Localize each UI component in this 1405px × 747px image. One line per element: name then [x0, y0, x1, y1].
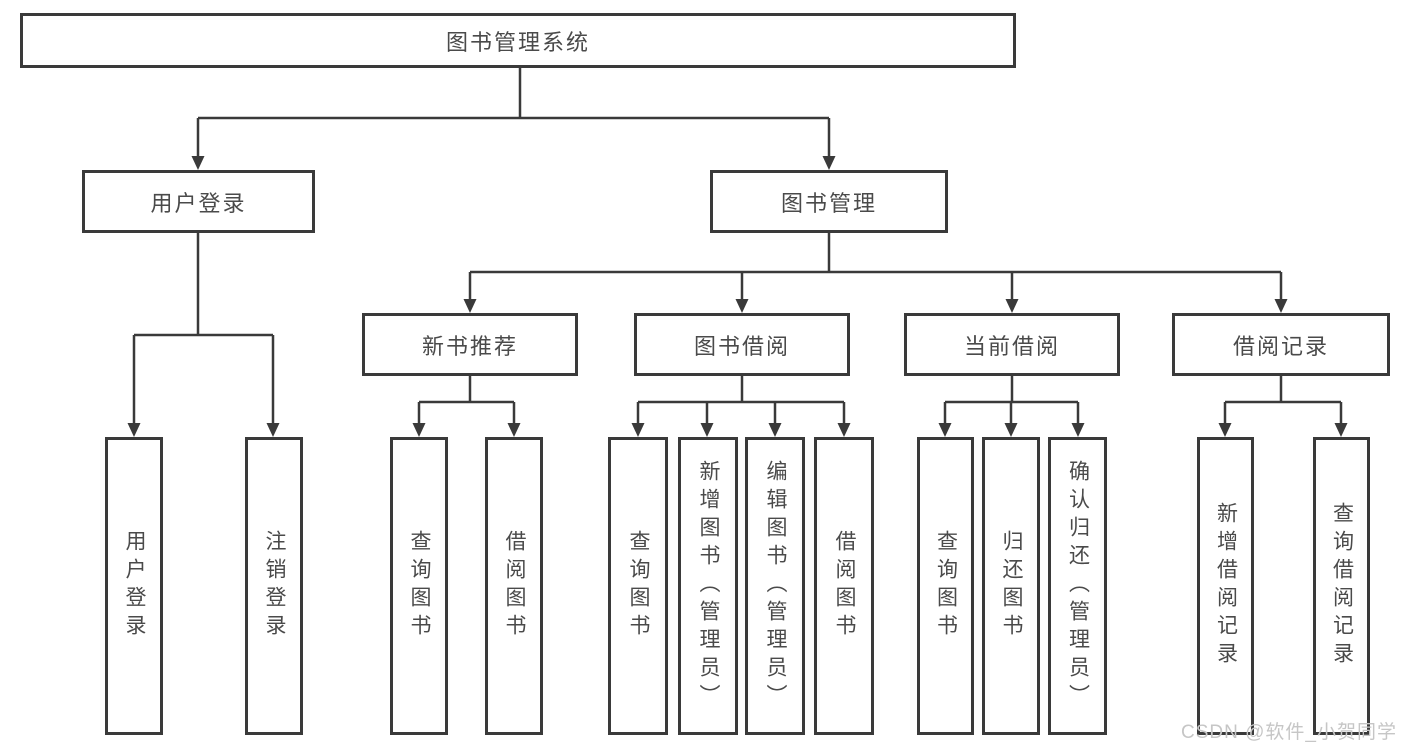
leaf-recommend-query-books-label: 查询图书 — [408, 530, 431, 642]
leaf-recommend-borrow-books-label: 借阅图书 — [503, 530, 526, 642]
leaf-borrow-query-books-label: 查询图书 — [627, 530, 650, 642]
leaf-edit-books-admin-label: 编辑图书（管理员） — [764, 460, 787, 712]
node-current-borrow-label: 当前借阅 — [963, 333, 1060, 359]
leaf-borrow-query-books: 查询图书 — [608, 437, 668, 735]
leaf-current-query-books: 查询图书 — [917, 437, 974, 735]
leaf-add-books-admin-label: 新增图书（管理员） — [697, 460, 720, 712]
leaf-borrow-books-label: 借阅图书 — [833, 530, 856, 642]
leaf-edit-books-admin: 编辑图书（管理员） — [745, 437, 805, 735]
leaf-add-borrow-record-label: 新增借阅记录 — [1214, 502, 1238, 670]
leaf-return-books: 归还图书 — [982, 437, 1040, 735]
leaf-user-login-label: 用户登录 — [123, 530, 146, 642]
node-borrow-records: 借阅记录 — [1172, 313, 1390, 376]
node-new-book-recommend-label: 新书推荐 — [421, 333, 518, 359]
leaf-query-borrow-record-label: 查询借阅记录 — [1330, 502, 1354, 670]
leaf-confirm-return-admin-label: 确认归还（管理员） — [1066, 460, 1090, 712]
node-current-borrow: 当前借阅 — [904, 313, 1120, 376]
arrowheads — [127, 156, 1348, 437]
node-borrow-records-label: 借阅记录 — [1232, 333, 1329, 359]
leaf-add-books-admin: 新增图书（管理员） — [678, 437, 738, 735]
leaf-current-query-books-label: 查询图书 — [934, 530, 958, 642]
leaf-recommend-borrow-books: 借阅图书 — [485, 437, 543, 735]
node-book-management-label: 图书管理 — [780, 190, 877, 216]
node-book-borrow-label: 图书借阅 — [693, 333, 790, 359]
leaf-confirm-return-admin: 确认归还（管理员） — [1048, 437, 1107, 735]
leaf-user-login: 用户登录 — [105, 437, 163, 735]
leaf-return-books-label: 归还图书 — [1000, 530, 1023, 642]
leaf-borrow-books: 借阅图书 — [814, 437, 874, 735]
node-system-root: 图书管理系统 — [20, 13, 1016, 68]
csdn-watermark: CSDN @软件_小贺同学 — [1181, 722, 1397, 743]
node-user-login-label: 用户登录 — [150, 190, 247, 216]
leaf-recommend-query-books: 查询图书 — [390, 437, 448, 735]
leaf-logout-label: 注销登录 — [263, 530, 286, 642]
node-new-book-recommend: 新书推荐 — [362, 313, 578, 376]
node-user-login: 用户登录 — [82, 170, 315, 233]
leaf-add-borrow-record: 新增借阅记录 — [1197, 437, 1254, 735]
node-book-management: 图书管理 — [710, 170, 948, 233]
leaf-logout: 注销登录 — [245, 437, 303, 735]
leaf-query-borrow-record: 查询借阅记录 — [1313, 437, 1370, 735]
node-book-borrow: 图书借阅 — [634, 313, 850, 376]
node-system-root-label: 图书管理系统 — [445, 29, 590, 55]
